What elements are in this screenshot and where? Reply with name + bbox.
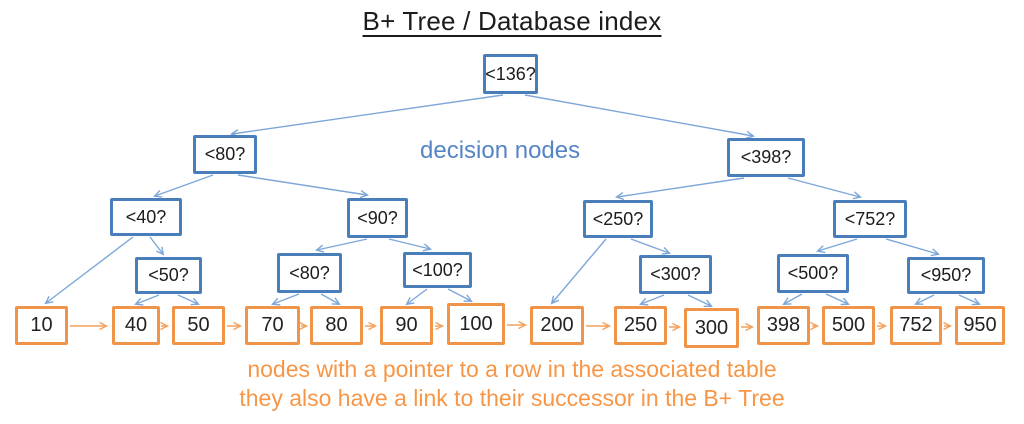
edge: [153, 174, 214, 198]
decision-node-label: <100?: [412, 259, 463, 280]
leaf-node-250: 250: [614, 306, 667, 345]
leaf-caption-line2: they also have a link to their successor…: [239, 385, 785, 411]
leaf-node-950: 950: [955, 306, 1005, 345]
edge: [320, 293, 341, 306]
decision-node-label: <250?: [592, 208, 644, 229]
decision-node-label: <80?: [204, 144, 246, 164]
decision-node-label: <136?: [485, 63, 536, 84]
decision-node-label: <950?: [920, 265, 972, 285]
decision-node-80b: <80?: [277, 253, 342, 293]
decision-node-label: <300?: [650, 264, 701, 284]
edge: [787, 177, 862, 200]
leaf-node-label: 500: [831, 314, 866, 336]
leaf-node-label: 250: [623, 314, 658, 336]
decision-node-label: <90?: [357, 207, 398, 228]
edge: [825, 293, 850, 306]
leaf-node-10: 10: [15, 306, 68, 345]
leaf-node-label: 200: [540, 314, 574, 336]
decision-node-752: <752?: [833, 200, 907, 238]
leaf-node-label: 300: [694, 316, 729, 339]
leaf-node-80: 80: [310, 306, 363, 345]
decision-node-90: <90?: [347, 198, 408, 238]
decision-edges: [44, 94, 981, 308]
edge: [447, 288, 473, 302]
leaf-node-500: 500: [822, 306, 875, 345]
edge: [177, 294, 200, 306]
diagram-title: B+ Tree / Database index: [362, 6, 662, 36]
edge: [958, 294, 981, 306]
edge: [639, 294, 665, 306]
decision-node-398: <398?: [727, 138, 805, 177]
leaf-node-90: 90: [380, 306, 433, 345]
decision-node-950: <950?: [907, 257, 985, 294]
edge: [237, 174, 370, 199]
edge: [229, 94, 504, 138]
edge: [44, 236, 134, 305]
leaf-node-752: 752: [890, 306, 942, 345]
leaf-caption-line1: nodes with a pointer to a row in the ass…: [247, 356, 777, 382]
edge: [550, 238, 607, 305]
leaf-node-200: 200: [530, 306, 584, 345]
leaf-node-label: 950: [963, 314, 997, 336]
leaf-caption: nodes with a pointer to a row in the ass…: [0, 355, 1024, 413]
decision-node-500: <500?: [777, 254, 849, 293]
edge: [782, 293, 803, 306]
decision-node-label: <50?: [148, 265, 189, 285]
edge: [405, 288, 428, 306]
leaf-node-label: 70: [261, 314, 284, 336]
decision-nodes-annotation: decision nodes: [420, 137, 581, 164]
leaf-node-50: 50: [172, 306, 225, 345]
edge: [914, 294, 935, 305]
decision-node-300: <300?: [639, 255, 712, 294]
edge: [149, 236, 165, 256]
decision-node-label: <752?: [844, 208, 896, 229]
edge: [816, 238, 858, 254]
leaf-node-70: 70: [245, 306, 300, 345]
leaf-node-label: 10: [30, 314, 53, 336]
edge: [630, 238, 671, 255]
leaf-node-label: 40: [124, 314, 148, 336]
leaf-node-label: 80: [325, 314, 348, 336]
decision-node-136: <136?: [483, 54, 538, 94]
leaf-node-label: 100: [459, 312, 493, 335]
edge: [687, 294, 713, 308]
edge: [271, 293, 300, 306]
leaf-chain-arrows: [70, 320, 953, 332]
decision-node-label: <80?: [289, 262, 330, 283]
leaf-node-100: 100: [447, 303, 505, 345]
decision-node-50: <50?: [135, 257, 202, 294]
leaf-node-40: 40: [112, 306, 160, 345]
edge: [388, 238, 433, 252]
edge: [524, 94, 756, 139]
leaf-node-label: 90: [395, 314, 418, 336]
leaf-node-label: 398: [766, 314, 801, 336]
decision-node-label: <398?: [740, 147, 792, 167]
decision-node-40: <40?: [110, 198, 182, 236]
decision-node-100: <100?: [403, 252, 472, 288]
edge: [134, 294, 160, 306]
leaf-node-300: 300: [684, 308, 739, 348]
leaf-node-label: 50: [187, 314, 210, 336]
decision-node-label: <500?: [787, 263, 839, 283]
leaf-node-label: 752: [899, 314, 933, 336]
decision-node-80: <80?: [193, 135, 257, 174]
edge: [614, 177, 745, 201]
leaf-node-398: 398: [757, 306, 810, 345]
edge: [885, 238, 940, 257]
decision-node-250: <250?: [583, 200, 653, 238]
decision-node-label: <40?: [125, 206, 167, 227]
edge: [314, 238, 368, 253]
